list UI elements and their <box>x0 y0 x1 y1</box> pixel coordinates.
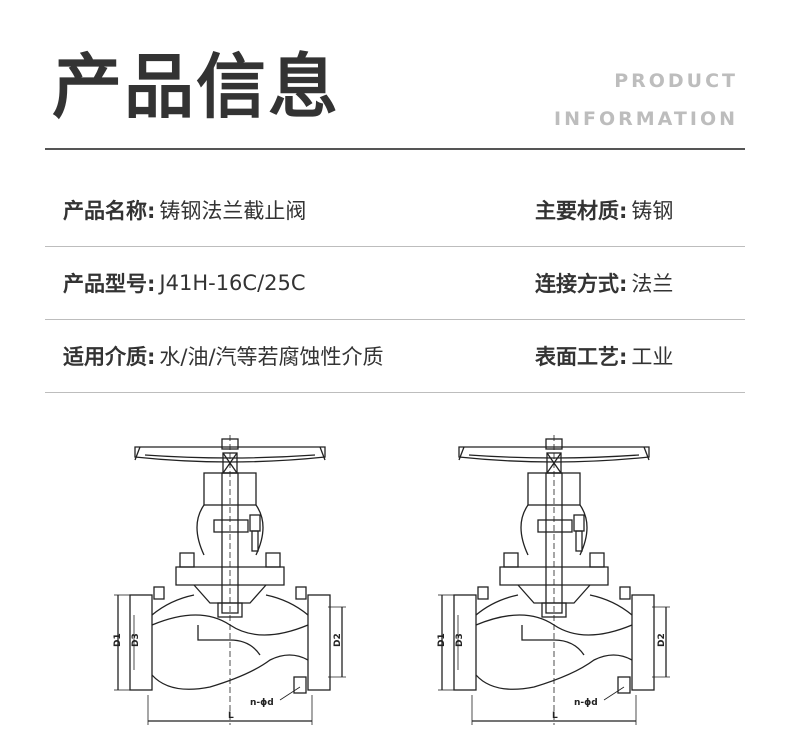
info-label: 适用介质: <box>63 344 156 369</box>
dim-l-label: L <box>552 711 558 721</box>
info-label: 表面工艺: <box>535 344 628 369</box>
dim-d1-label: D1 <box>113 633 123 647</box>
info-row-2: 产品型号: J41H-16C/25C 连接方式: 法兰 <box>45 246 745 320</box>
valve-drawing-svg: D1 D3 D2 L n-ϕd <box>113 435 346 725</box>
info-model: 产品型号: J41H-16C/25C <box>63 246 306 319</box>
dim-holes-label: n-ϕd <box>250 698 274 708</box>
dim-l-label: L <box>228 711 234 721</box>
info-value: 工业 <box>631 344 674 369</box>
dim-d2-label: D2 <box>657 633 667 647</box>
info-connection: 连接方式: 法兰 <box>535 246 673 319</box>
info-label: 产品型号: <box>63 271 156 296</box>
page-title: 产品信息 <box>52 46 340 128</box>
info-material: 主要材质: 铸钢 <box>535 173 673 246</box>
info-value: 水/油/汽等若腐蚀性介质 <box>159 344 384 369</box>
info-medium: 适用介质: 水/油/汽等若腐蚀性介质 <box>63 319 384 392</box>
subtitle-line-1: PRODUCT <box>614 70 738 92</box>
header-divider <box>45 148 745 150</box>
header-english-subtitle: PRODUCT INFORMATION <box>554 62 738 138</box>
valve-drawing-right: D1 D3 D2 L n-ϕd <box>434 425 774 745</box>
dim-d2-label: D2 <box>333 633 343 647</box>
dim-d3-label: D3 <box>131 633 141 647</box>
info-surface: 表面工艺: 工业 <box>535 319 673 392</box>
info-product-name: 产品名称: 铸钢法兰截止阀 <box>63 173 306 246</box>
info-value: 铸钢法兰截止阀 <box>159 198 307 223</box>
info-value: 法兰 <box>631 271 674 296</box>
info-label: 连接方式: <box>535 271 628 296</box>
info-label: 产品名称: <box>63 198 156 223</box>
info-label: 主要材质: <box>535 198 628 223</box>
valve-drawing-left: D1 D3 D2 L n-ϕd <box>110 425 450 745</box>
subtitle-line-2: INFORMATION <box>554 108 738 130</box>
info-value: J41H-16C/25C <box>159 270 306 295</box>
info-row-1: 产品名称: 铸钢法兰截止阀 主要材质: 铸钢 <box>45 173 745 247</box>
dim-holes-label: n-ϕd <box>574 698 598 708</box>
valve-drawing-svg: D1 D3 D2 L n-ϕd <box>437 435 670 725</box>
info-row-3: 适用介质: 水/油/汽等若腐蚀性介质 表面工艺: 工业 <box>45 319 745 393</box>
info-value: 铸钢 <box>631 198 674 223</box>
dim-d1-label: D1 <box>437 633 447 647</box>
dim-d3-label: D3 <box>455 633 465 647</box>
